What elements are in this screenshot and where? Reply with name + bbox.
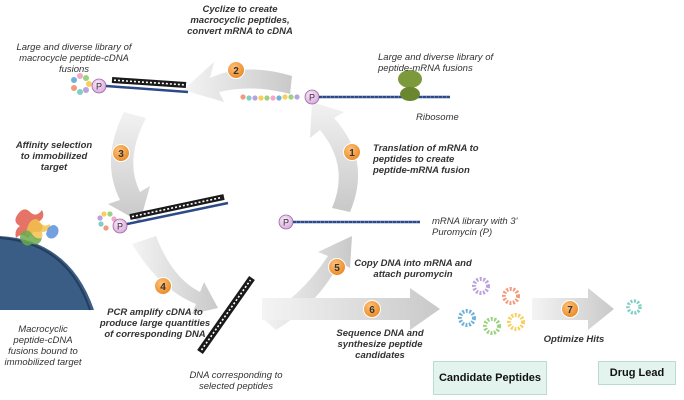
cycle-arrow-3 [108,112,150,222]
step2-label: Cyclize to create macrocyclic peptides, … [187,4,293,37]
step-badge-2: 2 [227,61,245,79]
step5-label: Copy DNA into mRNA and attach puromycin [354,258,472,280]
drug-lead-ring [626,299,642,315]
right-library-label: Large and diverse library of peptide-mRN… [378,52,494,74]
step4-label: PCR amplify cDNA to produce large quanti… [99,307,211,340]
svg-text:1: 1 [349,148,355,159]
step-badge-4: 4 [154,277,172,295]
macrocycle-ring-icon [71,73,92,95]
candidate-peptide-rings [458,277,525,335]
bound-fusions-label: Macrocyclic peptide-cDNA fusions bound t… [4,324,82,368]
drug-lead-box: Drug Lead [598,361,676,385]
cdna-fusion-top-left: P [71,73,189,95]
cdna-fusion-bound: P [97,194,229,234]
process-arrow-6 [262,288,440,330]
step-badge-1: 1 [343,143,361,161]
ribosome-icon [398,70,422,101]
svg-text:7: 7 [567,305,573,316]
svg-text:6: 6 [369,305,375,316]
protein-target-icon [15,209,59,246]
svg-text:P: P [117,222,123,232]
step1-label: Translation of mRNA to peptides to creat… [373,143,479,176]
ribosome-label: Ribosome [416,112,459,123]
step3-label: Affinity selection to immobilized target [15,140,93,173]
mrna-fusion-top: P [240,89,450,105]
svg-text:4: 4 [160,282,166,293]
svg-text:P: P [96,82,102,92]
puromycin-icon [112,218,128,234]
svg-text:2: 2 [233,66,239,77]
cycle-arrow-4 [132,236,218,314]
mrna-library-strand: P [278,214,420,230]
svg-text:3: 3 [118,149,124,160]
selected-dna-label: DNA corresponding to selected peptides [189,370,283,392]
step-badge-5: 5 [328,258,346,276]
cycle-arrow-1 [310,102,359,212]
svg-text:P: P [283,218,289,228]
cycle-arrow-2 [183,62,292,102]
svg-text:P: P [309,93,315,103]
svg-text:5: 5 [334,263,340,274]
selected-dna-strand [197,275,255,355]
immobilized-target [0,236,94,311]
step7-label: Optimize Hits [543,334,605,345]
step-badge-7: 7 [561,300,579,318]
step6-label: Sequence DNA and synthesize peptide cand… [336,328,424,361]
left-library-label: Large and diverse library of macrocycle … [16,42,132,75]
step-badge-6: 6 [363,300,381,318]
mrna-library-label: mRNA library with 3' Puromycin (P) [432,216,518,238]
step-badge-3: 3 [112,144,130,162]
candidate-peptides-box: Candidate Peptides [433,361,547,395]
